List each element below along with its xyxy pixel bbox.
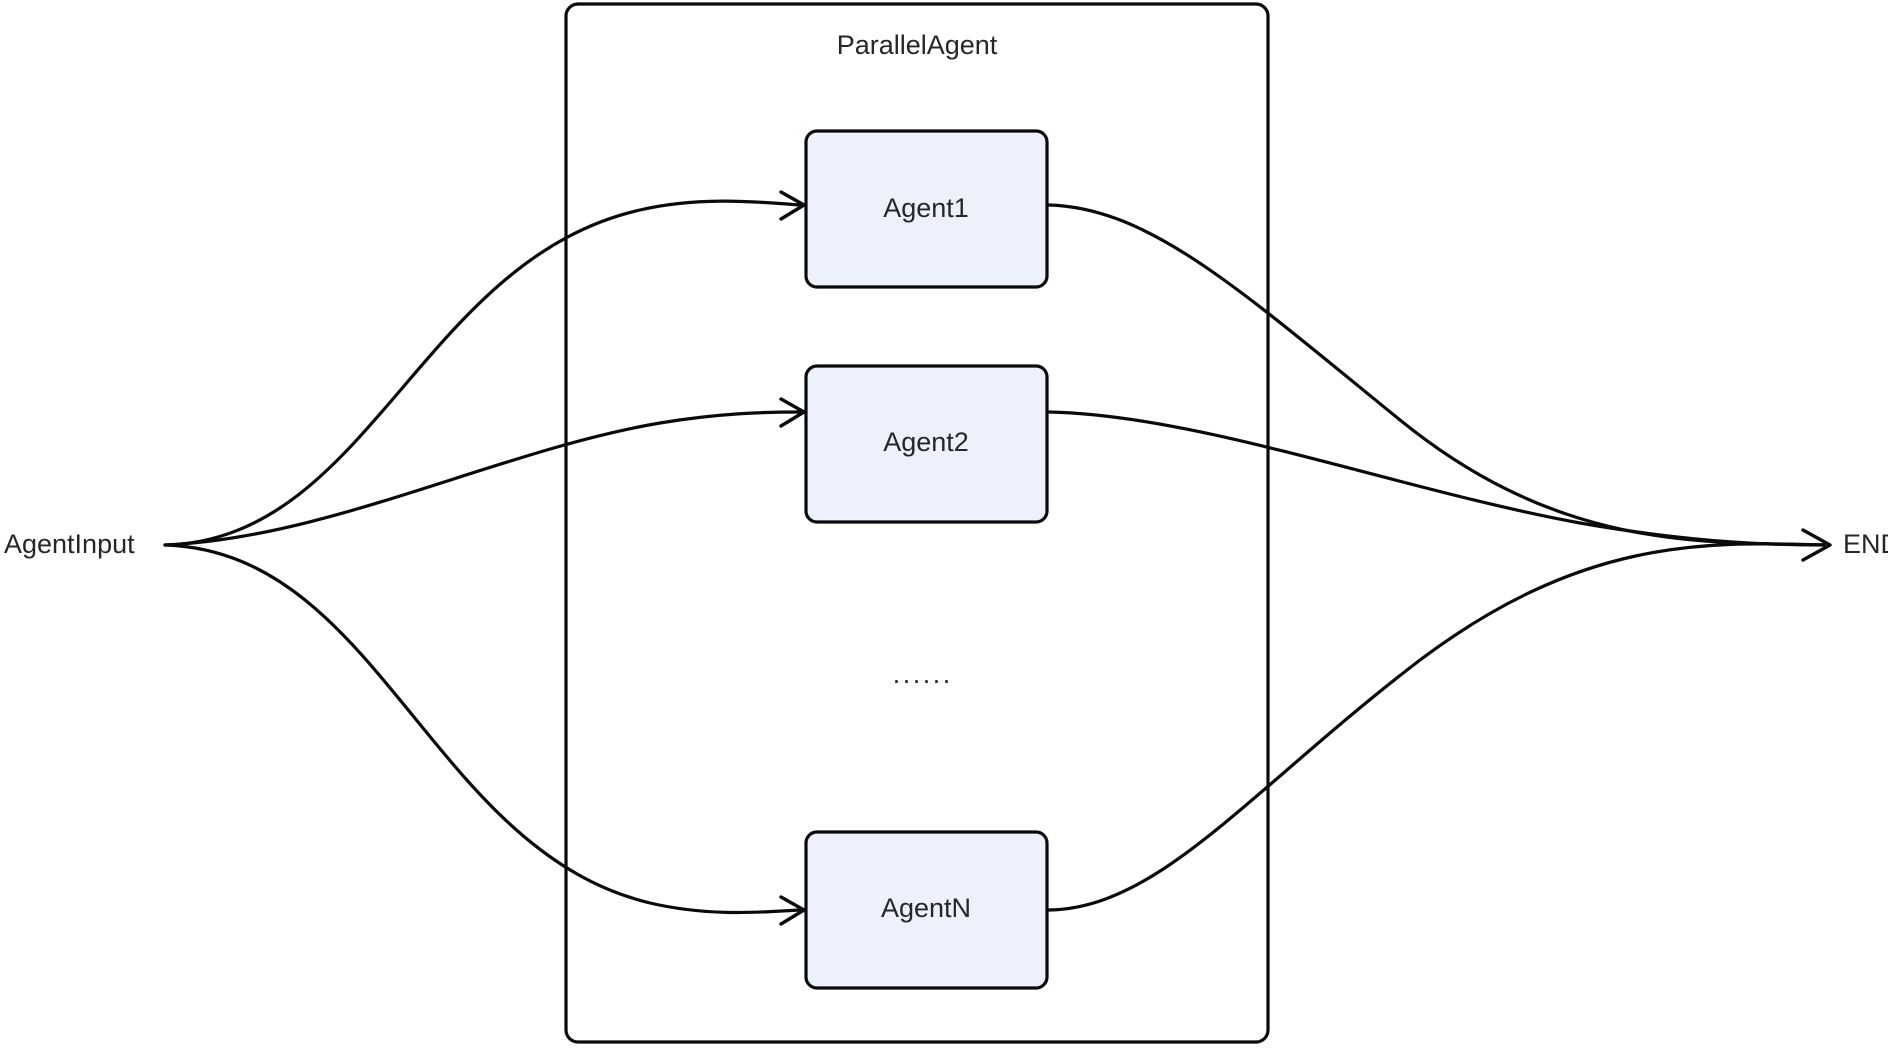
agentn-label: AgentN <box>881 893 971 923</box>
edge-agentinput-to-agent2 <box>163 410 802 547</box>
end-label: END <box>1843 529 1888 559</box>
agent-node-agent2[interactable]: Agent2 <box>804 364 1049 524</box>
arrowhead-end-in <box>1801 528 1832 562</box>
agent-ellipsis-label: ······ <box>892 665 952 695</box>
agent-node-agentn[interactable]: AgentN <box>804 830 1049 990</box>
edge-agentn-to-end <box>1047 542 1826 912</box>
agent1-label: Agent1 <box>883 193 969 223</box>
arrowhead-agent2-in <box>779 397 806 428</box>
agent2-box[interactable] <box>804 364 1049 524</box>
parallel-agent-group-title: ParallelAgent <box>837 30 998 60</box>
agent-node-agent1[interactable]: Agent1 <box>804 129 1049 289</box>
edge-agentinput-to-agentn <box>163 543 802 915</box>
arrowhead-agent1-in <box>779 190 806 221</box>
agentn-box[interactable] <box>804 830 1049 990</box>
agent2-label: Agent2 <box>883 427 969 457</box>
agent1-box[interactable] <box>804 129 1049 289</box>
edge-agentinput-to-agent1 <box>163 199 802 547</box>
arrowhead-agentn-in <box>779 895 806 926</box>
agent-input-label: AgentInput <box>4 529 135 559</box>
